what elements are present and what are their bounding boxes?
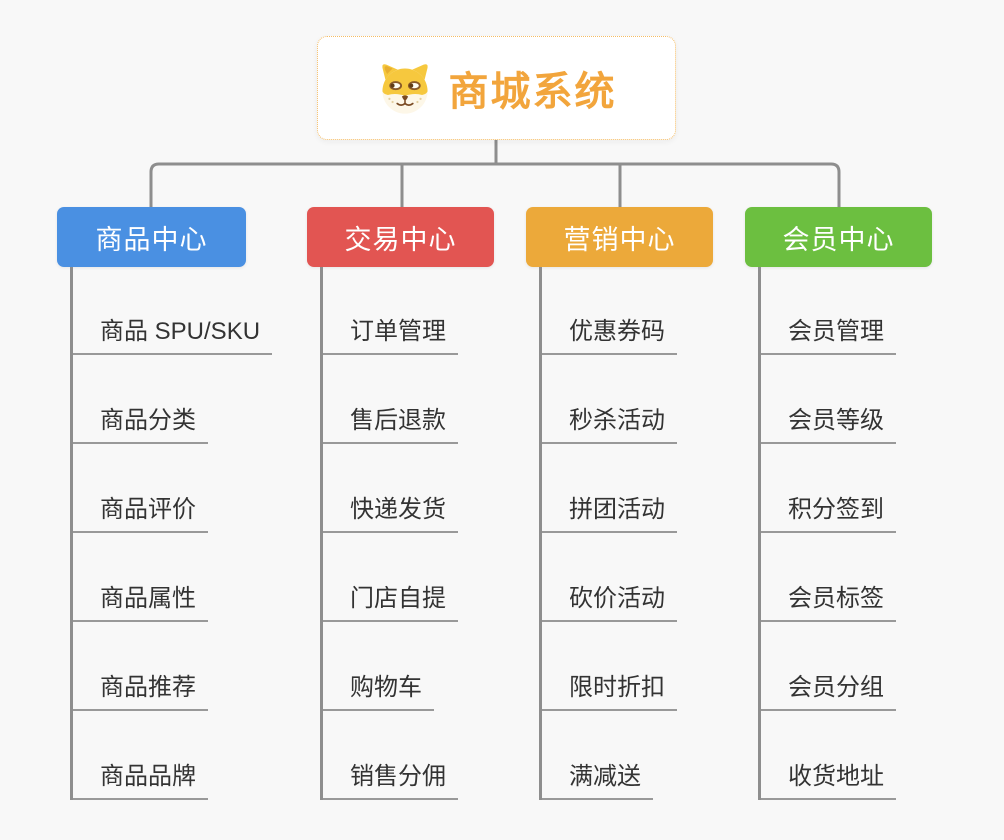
child-node[interactable]: 购物车: [323, 622, 549, 711]
branch-children-product-center: 商品 SPU/SKU 商品分类 商品评价 商品属性 商品推荐 商品品牌: [70, 267, 299, 800]
child-node[interactable]: 商品评价: [73, 444, 299, 533]
branch-children-trade-center: 订单管理 售后退款 快递发货 门店自提 购物车 销售分佣: [320, 267, 549, 800]
child-node[interactable]: 商品品牌: [73, 711, 299, 800]
child-node[interactable]: 订单管理: [323, 267, 549, 355]
child-node[interactable]: 拼团活动: [542, 444, 768, 533]
child-node[interactable]: 销售分佣: [323, 711, 549, 800]
child-node[interactable]: 会员等级: [761, 355, 987, 444]
child-node[interactable]: 商品 SPU/SKU: [73, 267, 299, 355]
child-node[interactable]: 会员标签: [761, 533, 987, 622]
root-node[interactable]: 商城系统: [317, 36, 676, 140]
child-node[interactable]: 砍价活动: [542, 533, 768, 622]
child-node[interactable]: 商品属性: [73, 533, 299, 622]
child-node[interactable]: 商品分类: [73, 355, 299, 444]
child-node[interactable]: 门店自提: [323, 533, 549, 622]
child-node[interactable]: 会员管理: [761, 267, 987, 355]
branch-children-member-center: 会员管理 会员等级 积分签到 会员标签 会员分组 收货地址: [758, 267, 987, 800]
root-node-label: 商城系统: [448, 70, 617, 114]
branch-children-marketing-center: 优惠券码 秒杀活动 拼团活动 砍价活动 限时折扣 满减送: [539, 267, 768, 800]
child-node[interactable]: 优惠券码: [542, 267, 768, 355]
child-node[interactable]: 快递发货: [323, 444, 549, 533]
child-node[interactable]: 收货地址: [761, 711, 987, 800]
branch-node-member-center[interactable]: 会员中心: [745, 207, 932, 267]
child-node[interactable]: 会员分组: [761, 622, 987, 711]
child-node[interactable]: 秒杀活动: [542, 355, 768, 444]
child-node[interactable]: 售后退款: [323, 355, 549, 444]
branch-node-product-center[interactable]: 商品中心: [57, 207, 246, 267]
child-node[interactable]: 积分签到: [761, 444, 987, 533]
child-node[interactable]: 满减送: [542, 711, 768, 800]
dog-face-icon: [381, 64, 428, 114]
child-node[interactable]: 商品推荐: [73, 622, 299, 711]
child-node[interactable]: 限时折扣: [542, 622, 768, 711]
branch-node-trade-center[interactable]: 交易中心: [307, 207, 494, 267]
branch-node-marketing-center[interactable]: 营销中心: [526, 207, 713, 267]
